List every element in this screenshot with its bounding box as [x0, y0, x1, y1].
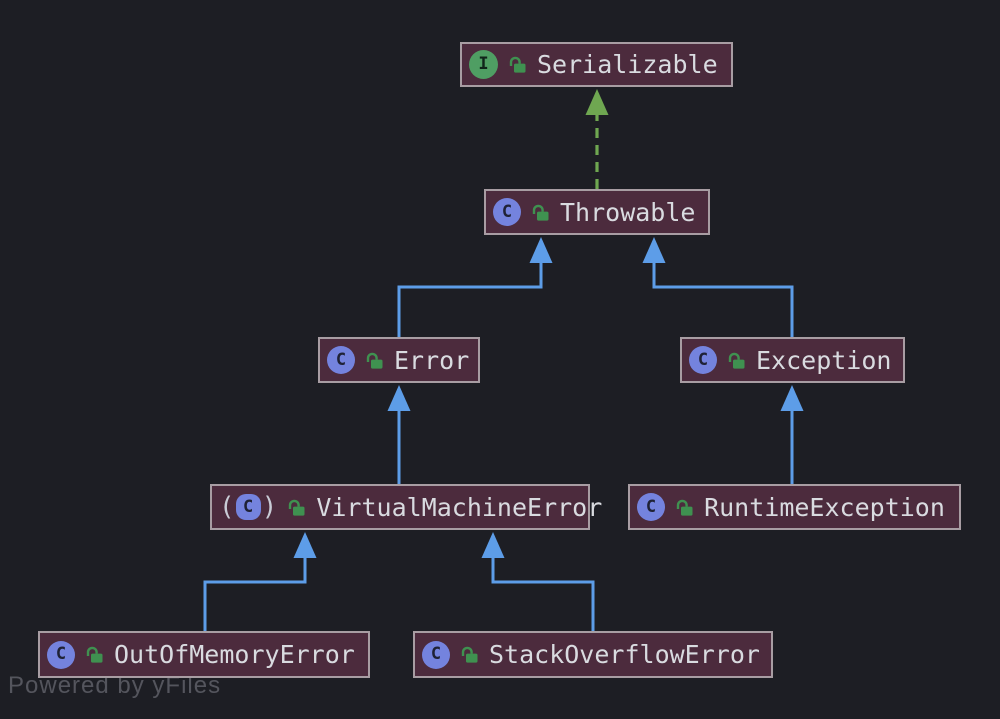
- open-lock-icon: [532, 204, 549, 221]
- node-stackoverflowerror[interactable]: C StackOverflowError: [413, 631, 773, 678]
- open-lock-icon: [461, 646, 478, 663]
- node-throwable[interactable]: C Throwable: [484, 189, 710, 235]
- edge-error-extends-throwable[interactable]: [397, 237, 553, 337]
- class-icon: C: [422, 640, 450, 669]
- edge-shaft: [491, 555, 595, 631]
- class-icon: C: [689, 346, 717, 374]
- node-serializable[interactable]: I Serializable: [460, 42, 733, 87]
- edge-virtualmachineerror-extends-error[interactable]: [387, 385, 411, 484]
- edge-throwable-implements-serializable[interactable]: [585, 89, 609, 189]
- node-label: Serializable: [537, 50, 718, 79]
- class-icon: C: [235, 494, 261, 520]
- node-label: OutOfMemoryError: [114, 640, 355, 669]
- node-runtimeexception[interactable]: C RuntimeException: [628, 484, 961, 530]
- class-icon: C: [327, 346, 355, 374]
- triangle-arrowhead-icon: [481, 532, 505, 558]
- triangle-arrowhead-icon: [585, 89, 609, 115]
- abstract-paren: (: [219, 492, 235, 522]
- node-label: Throwable: [560, 197, 696, 227]
- edge-outofmemoryerror-extends-virtualmachineerror[interactable]: [203, 532, 317, 631]
- node-exception[interactable]: C Exception: [680, 337, 905, 383]
- class-icon: C: [47, 640, 75, 669]
- abstract-paren: ): [261, 492, 278, 522]
- open-lock-icon: [728, 352, 745, 369]
- edge-shaft: [652, 260, 794, 337]
- edge-runtimeexception-extends-exception[interactable]: [780, 385, 804, 484]
- edge-shaft: [397, 260, 543, 337]
- node-label: StackOverflowError: [489, 640, 760, 669]
- open-lock-icon: [509, 56, 526, 73]
- open-lock-icon: [366, 352, 383, 369]
- node-label: RuntimeException: [704, 492, 945, 522]
- node-error[interactable]: C Error: [318, 337, 480, 383]
- open-lock-icon: [86, 646, 103, 663]
- triangle-arrowhead-icon: [642, 237, 666, 263]
- open-lock-icon: [676, 499, 693, 516]
- node-label: VirtualMachineError: [316, 492, 603, 522]
- triangle-arrowhead-icon: [387, 385, 411, 411]
- class-icon: C: [493, 198, 521, 226]
- open-lock-icon: [289, 499, 305, 516]
- node-virtualmachineerror[interactable]: ( C ) VirtualMachineError: [210, 484, 602, 530]
- node-label: Exception: [756, 345, 892, 375]
- abstract-class-icon: ( C ): [219, 494, 277, 520]
- edge-exception-extends-throwable[interactable]: [642, 237, 794, 337]
- triangle-arrowhead-icon: [293, 532, 317, 558]
- node-outofmemoryerror[interactable]: C OutOfMemoryError: [38, 631, 370, 678]
- edge-stackoverflowerror-extends-virtualmachineerror[interactable]: [481, 532, 595, 631]
- class-icon: C: [637, 493, 665, 521]
- triangle-arrowhead-icon: [529, 237, 553, 263]
- interface-icon: I: [469, 50, 498, 79]
- triangle-arrowhead-icon: [780, 385, 804, 411]
- edge-shaft: [203, 555, 307, 631]
- node-label: Error: [394, 345, 470, 375]
